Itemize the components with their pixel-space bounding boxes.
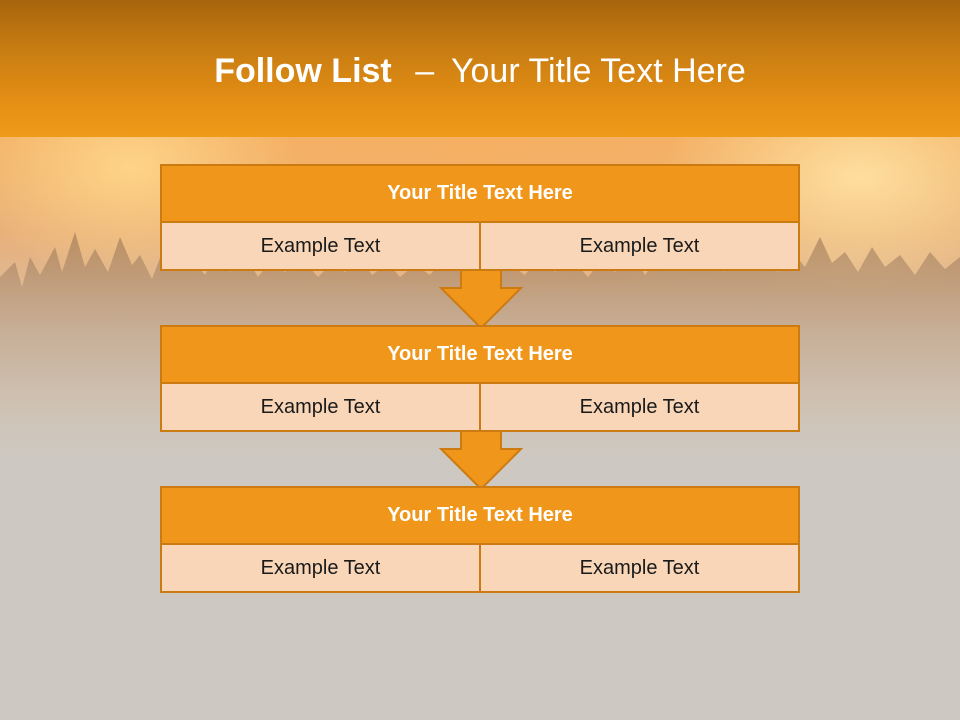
step-cell-right: Example Text <box>479 384 798 430</box>
step-title: Your Title Text Here <box>162 166 798 223</box>
step-cell-left: Example Text <box>162 545 479 591</box>
down-arrow-icon <box>439 431 523 491</box>
step-box-1: Your Title Text Here Example Text Exampl… <box>160 164 800 271</box>
title-separator: – <box>415 52 435 90</box>
step-row: Example Text Example Text <box>162 223 798 269</box>
header-band <box>0 0 960 137</box>
step-box-3: Your Title Text Here Example Text Exampl… <box>160 486 800 593</box>
step-title: Your Title Text Here <box>162 488 798 545</box>
step-box-2: Your Title Text Here Example Text Exampl… <box>160 325 800 432</box>
title-rest: Your Title Text Here <box>450 52 746 90</box>
page-title: Follow List – Your Title Text Here <box>0 52 960 91</box>
step-title: Your Title Text Here <box>162 327 798 384</box>
step-cell-right: Example Text <box>479 223 798 269</box>
step-cell-right: Example Text <box>479 545 798 591</box>
step-row: Example Text Example Text <box>162 384 798 430</box>
down-arrow-icon <box>439 270 523 330</box>
step-cell-left: Example Text <box>162 384 479 430</box>
title-bold: Follow List <box>214 52 392 90</box>
step-cell-left: Example Text <box>162 223 479 269</box>
step-row: Example Text Example Text <box>162 545 798 591</box>
